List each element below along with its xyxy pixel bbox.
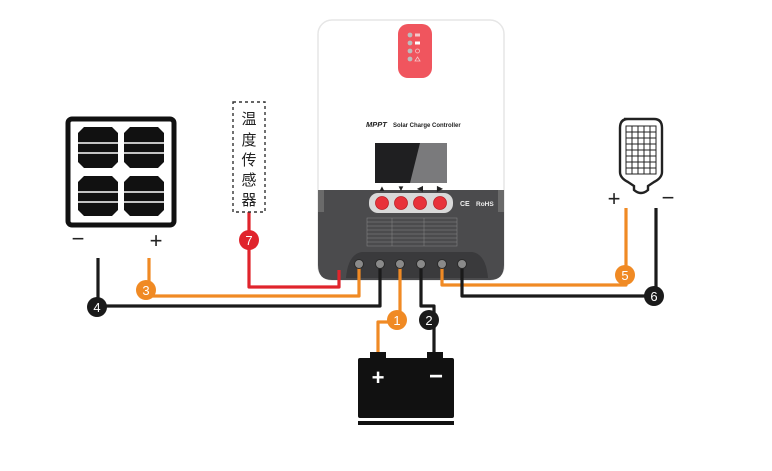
brand-label: MPPT xyxy=(366,120,388,129)
marker-1-label: 1 xyxy=(393,313,400,328)
panel-negative-wire xyxy=(96,258,382,308)
status-leds xyxy=(407,32,421,62)
terminal-panel-negative xyxy=(375,259,385,269)
marker-6-label: 6 xyxy=(650,289,657,304)
marker-6: 6 xyxy=(644,286,664,306)
lamp-grid-icon xyxy=(625,125,657,175)
battery-negative-wire xyxy=(419,268,436,352)
sensor-label-char: 温 xyxy=(241,110,256,128)
battery-led-icon xyxy=(407,40,413,46)
lcd-display xyxy=(375,143,447,183)
lamp-minus-label: − xyxy=(662,185,675,210)
terminals xyxy=(354,259,467,269)
right-arrow-icon: ▶ xyxy=(437,184,444,193)
marker-2-label: 2 xyxy=(425,313,432,328)
product-label: Solar Charge Controller xyxy=(393,123,461,129)
battery: + − xyxy=(358,352,454,425)
panel-minus-label: − xyxy=(72,226,85,251)
marker-5-label: 5 xyxy=(621,268,628,283)
marker-3-label: 3 xyxy=(142,283,149,298)
terminal-battery-positive xyxy=(395,259,405,269)
marker-7-label: 7 xyxy=(245,233,252,248)
down-button[interactable] xyxy=(394,196,408,210)
ce-mark: CE xyxy=(460,201,470,208)
up-button[interactable] xyxy=(375,196,389,210)
sensor-label-char: 感 xyxy=(241,171,256,189)
load-led-icon xyxy=(407,48,413,54)
lamp-plus-label: + xyxy=(608,186,621,211)
load-icon xyxy=(415,48,420,54)
pv-icon xyxy=(415,33,420,37)
marker-3: 3 xyxy=(136,280,156,300)
warning-icon xyxy=(414,56,421,62)
marker-2: 2 xyxy=(419,310,439,330)
down-arrow-icon: ▼ xyxy=(397,184,405,193)
terminal-load-positive xyxy=(437,259,447,269)
marker-1: 1 xyxy=(387,310,407,330)
solar-panel: − + xyxy=(65,116,177,253)
load-lamp: + − xyxy=(608,117,675,211)
terminal-battery-negative xyxy=(416,259,426,269)
sensor-label-char: 器 xyxy=(241,191,256,209)
right-button[interactable] xyxy=(433,196,447,210)
button-tray xyxy=(369,193,453,213)
sensor-label-char: 度 xyxy=(241,131,256,149)
load-positive-wire xyxy=(440,208,628,287)
sensor-label-char: 传 xyxy=(241,151,256,169)
spec-table xyxy=(366,217,458,247)
terminal-panel-positive xyxy=(354,259,364,269)
marker-4: 4 xyxy=(87,297,107,317)
panel-positive-wire xyxy=(147,258,361,298)
charge-controller: MPPT Solar Charge Controller ▲ ▼ ◀ ▶ CE … xyxy=(317,19,505,281)
terminal-load-negative xyxy=(457,259,467,269)
right-notch xyxy=(498,190,504,212)
battery-minus-label: − xyxy=(429,363,443,390)
load-negative-wire xyxy=(460,208,658,298)
rohs-mark: RoHS xyxy=(476,201,494,208)
battery-plus-label: + xyxy=(372,365,385,390)
left-button[interactable] xyxy=(413,196,427,210)
marker-5: 5 xyxy=(615,265,635,285)
led-panel xyxy=(398,24,432,78)
battery-icon xyxy=(415,41,420,45)
markers: 1 2 3 4 5 6 7 xyxy=(87,230,664,330)
warning-led-icon xyxy=(407,56,413,62)
marker-4-label: 4 xyxy=(93,300,100,315)
left-arrow-icon: ◀ xyxy=(417,184,424,193)
marker-7: 7 xyxy=(239,230,259,250)
pv-led-icon xyxy=(407,32,413,38)
panel-plus-label: + xyxy=(150,228,163,253)
up-arrow-icon: ▲ xyxy=(378,184,386,193)
temperature-sensor: 温 度 传 感 器 xyxy=(232,101,266,213)
left-notch xyxy=(318,190,324,212)
